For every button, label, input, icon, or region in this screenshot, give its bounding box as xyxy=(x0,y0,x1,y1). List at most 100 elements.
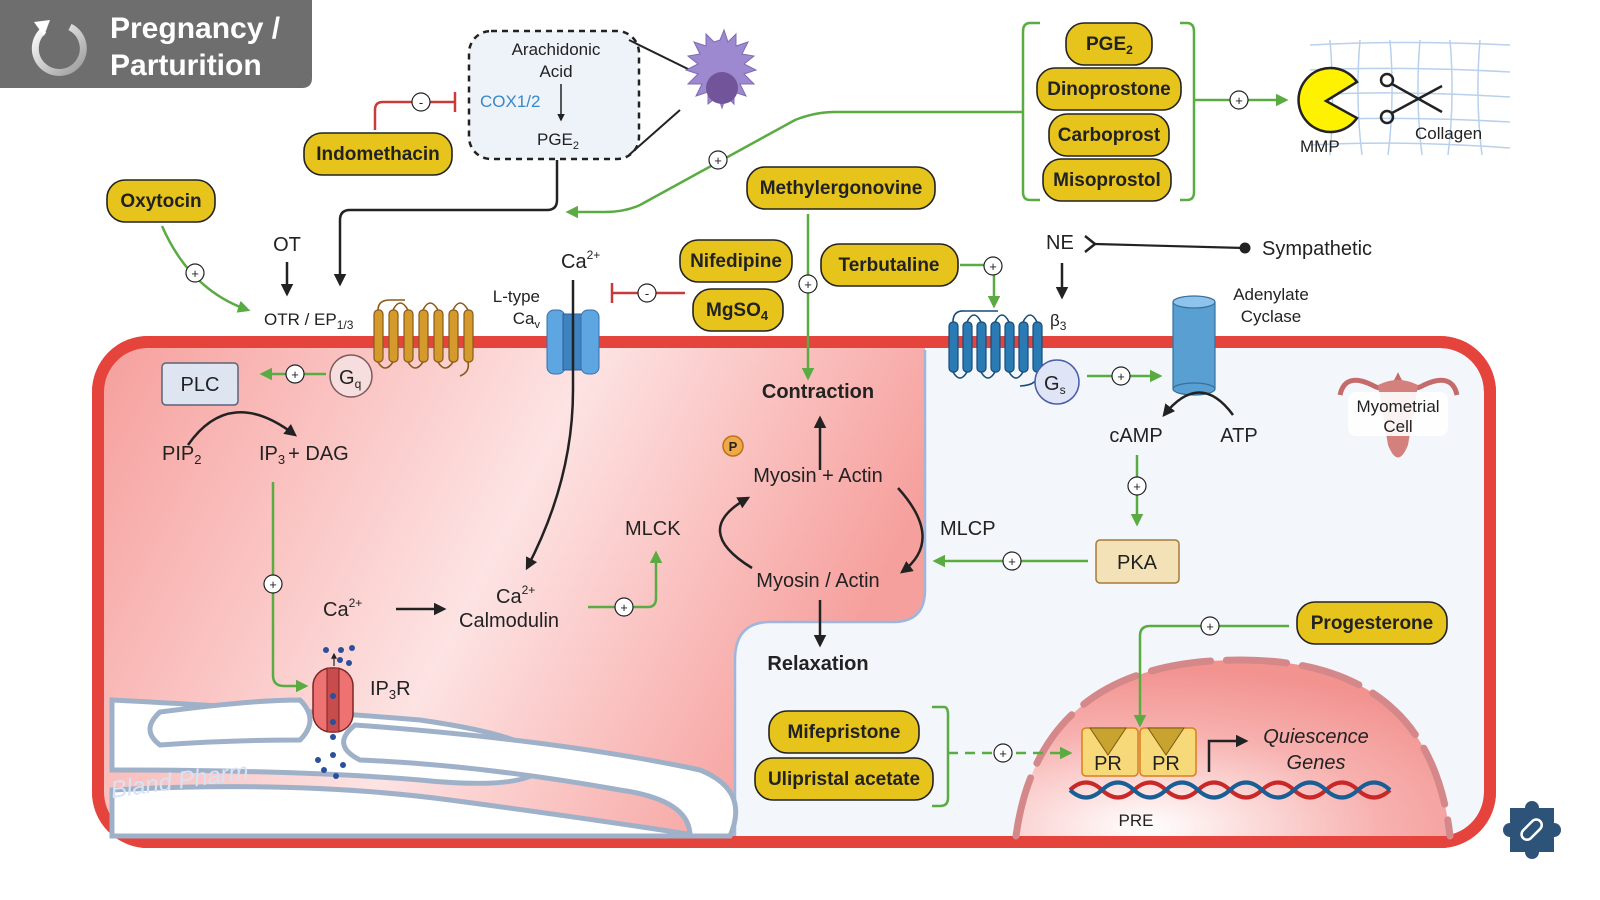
svg-text:Nifedipine: Nifedipine xyxy=(690,251,782,272)
ip3-dag-label: IP3+ DAG xyxy=(259,443,349,467)
svg-text:+: + xyxy=(191,266,199,281)
activate-sign-terbutaline: + xyxy=(983,256,1003,276)
quiescence-genes-label-1: Quiescence xyxy=(1263,726,1369,748)
svg-text:+: + xyxy=(989,259,997,274)
nucleus xyxy=(1012,656,1454,840)
cycle-arrow-icon xyxy=(31,20,87,76)
title-line2: Parturition xyxy=(110,49,262,82)
drug-carboprost[interactable]: Carboprost xyxy=(1048,113,1170,157)
activate-sign-gs-ac: + xyxy=(1111,366,1131,386)
relaxation-label: Relaxation xyxy=(767,653,868,675)
arachidonic-acid-label-1: Arachidonic xyxy=(512,40,601,59)
svg-text:Dinoprostone: Dinoprostone xyxy=(1047,79,1171,100)
scissors-icon xyxy=(1379,72,1443,125)
drug-methylergonovine[interactable]: Methylergonovine xyxy=(746,166,936,210)
svg-text:Gs: Gs xyxy=(1044,373,1066,397)
ltype-label-2: Cav xyxy=(513,309,541,331)
svg-text:Mifepristone: Mifepristone xyxy=(788,722,901,743)
svg-text:PLC: PLC xyxy=(181,374,220,396)
title-banner: Pregnancy / Parturition xyxy=(0,0,312,88)
pip2-label: PIP2 xyxy=(162,443,201,467)
drug-oxytocin[interactable]: Oxytocin xyxy=(106,179,216,223)
svg-text:Methylergonovine: Methylergonovine xyxy=(760,178,923,199)
contraction-label: Contraction xyxy=(762,381,874,403)
svg-text:-: - xyxy=(645,286,649,301)
svg-text:Misoprostol: Misoprostol xyxy=(1053,170,1161,191)
ne-label: NE xyxy=(1046,232,1074,254)
drug-terbutaline[interactable]: Terbutaline xyxy=(820,243,959,287)
adenylate-cyclase xyxy=(1172,295,1216,396)
sarcoplasmic-reticulum xyxy=(109,697,739,839)
svg-text:Terbutaline: Terbutaline xyxy=(839,255,940,276)
drug-progesterone[interactable]: Progesterone xyxy=(1296,601,1448,645)
activate-sign-antiprogestin: + xyxy=(993,743,1013,763)
ip3r-label: IP3R xyxy=(370,678,411,702)
camp-label: cAMP xyxy=(1109,425,1162,447)
svg-text:+: + xyxy=(1235,93,1243,108)
svg-text:+: + xyxy=(1133,479,1141,494)
quiescence-genes-label-2: Genes xyxy=(1287,752,1346,774)
svg-text:Progesterone: Progesterone xyxy=(1311,613,1433,634)
plc-enzyme: PLC xyxy=(161,362,239,406)
pka-enzyme: PKA xyxy=(1095,539,1180,584)
svg-text:+: + xyxy=(620,600,628,615)
immune-cell-icon xyxy=(684,28,758,110)
gq-protein: Gq xyxy=(329,354,373,398)
drug-mifepristone[interactable]: Mifepristone xyxy=(768,710,920,754)
drug-ulipristal-acetate[interactable]: Ulipristal acetate xyxy=(754,757,934,801)
title-line1: Pregnancy / xyxy=(110,12,281,45)
beta3-label: β3 xyxy=(1050,311,1067,333)
svg-text:Ulipristal acetate: Ulipristal acetate xyxy=(768,769,920,790)
mlcp-label: MLCP xyxy=(940,518,996,540)
svg-text:+: + xyxy=(1117,369,1125,384)
svg-text:Indomethacin: Indomethacin xyxy=(316,144,440,165)
svg-text:+: + xyxy=(714,153,722,168)
drug-pge2[interactable]: PGE2 xyxy=(1065,22,1153,66)
svg-text:P: P xyxy=(729,439,738,454)
arachidonic-acid-label-2: Acid xyxy=(539,62,572,81)
otr-gpcr-receptor xyxy=(373,299,474,377)
progesterone-receptor-1: PR xyxy=(1081,727,1139,777)
inhibit-sign-calcium-channel: - xyxy=(637,283,657,303)
ot-label: OT xyxy=(273,234,301,256)
svg-text:PR: PR xyxy=(1094,753,1122,775)
svg-text:+: + xyxy=(1008,554,1016,569)
inhibit-sign-indomethacin: - xyxy=(411,92,431,112)
collagen-label: Collagen xyxy=(1415,124,1482,143)
phosphate-marker: P xyxy=(722,435,744,457)
drug-misoprostol[interactable]: Misoprostol xyxy=(1042,158,1172,202)
drug-mgso4[interactable]: MgSO4 xyxy=(692,288,784,332)
beta3-gpcr-receptor xyxy=(948,310,1043,387)
cox-enzyme-label: COX1/2 xyxy=(480,92,540,111)
otr-ep-label: OTR / EP1/3 xyxy=(264,310,354,332)
svg-text:Carboprost: Carboprost xyxy=(1058,125,1161,146)
drug-indomethacin[interactable]: Indomethacin xyxy=(303,132,453,176)
mmp-enzyme-icon xyxy=(1297,66,1359,134)
adenylate-cyclase-label-1: Adenylate xyxy=(1233,285,1309,304)
activate-sign-calmodulin: + xyxy=(614,597,634,617)
svg-text:PGE2: PGE2 xyxy=(1086,34,1133,57)
svg-text:+: + xyxy=(291,367,299,382)
svg-text:+: + xyxy=(1206,619,1214,634)
activate-sign-camp-pka: + xyxy=(1127,476,1147,496)
cox-box: Arachidonic Acid COX1/2 PGE2 xyxy=(467,29,641,161)
adenylate-cyclase-label-2: Cyclase xyxy=(1241,307,1301,326)
myosin-actin-free-label: Myosin / Actin xyxy=(756,570,879,592)
gs-protein: Gs xyxy=(1034,359,1080,405)
activate-sign-mmp: + xyxy=(1229,90,1249,110)
extracellular-calcium-label: Ca2+ xyxy=(561,248,600,273)
svg-text:-: - xyxy=(419,95,423,110)
svg-text:Oxytocin: Oxytocin xyxy=(120,191,201,212)
svg-text:+: + xyxy=(804,277,812,292)
ip3-receptor xyxy=(312,645,355,779)
drug-nifedipine[interactable]: Nifedipine xyxy=(679,239,793,283)
myosin-actin-bound-label: Myosin + Actin xyxy=(753,465,883,487)
pre-label: PRE xyxy=(1119,811,1154,830)
activate-sign-gq-plc: + xyxy=(285,364,305,384)
drug-dinoprostone[interactable]: Dinoprostone xyxy=(1036,67,1182,111)
uterus-icon xyxy=(1337,372,1460,458)
dna-helix xyxy=(1068,780,1392,800)
activate-sign-prostaglandin-ep: + xyxy=(708,150,728,170)
cox-product-label: PGE2 xyxy=(537,130,579,152)
